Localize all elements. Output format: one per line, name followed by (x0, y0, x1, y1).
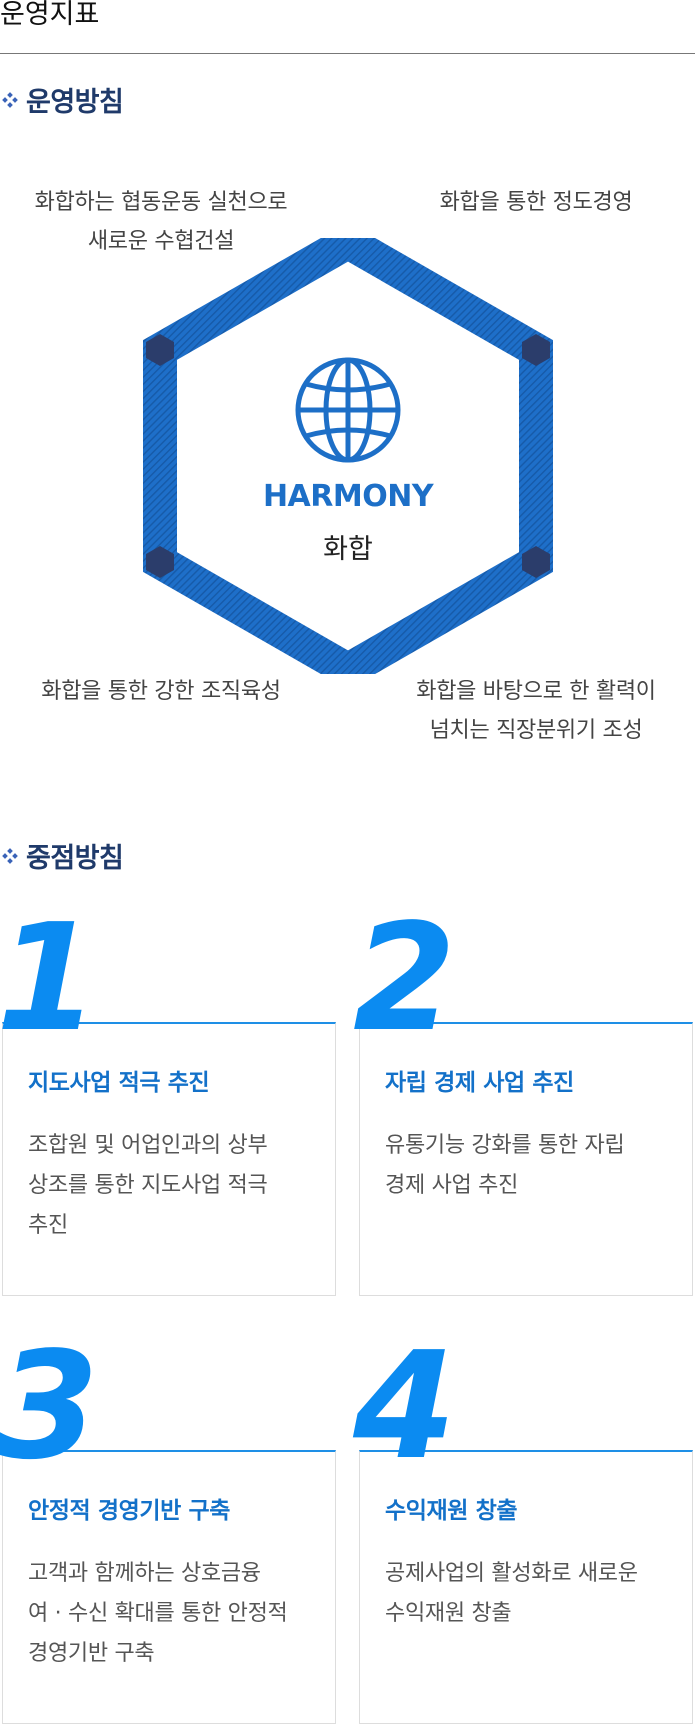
card-box (2, 1450, 336, 1724)
focus-card-1: 1 지도사업 적극 추진 조합원 및 어업인과의 상부 상조를 통한 지도사업 … (0, 904, 336, 1296)
globe-icon (295, 357, 401, 463)
focus-card-2: 2 자립 경제 사업 추진 유통기능 강화를 통한 자립 경제 사업 추진 (353, 904, 693, 1296)
harmony-korean-label: 화합 (323, 534, 373, 565)
card-body-line: 공제사업의 활성화로 새로운 (385, 1561, 638, 1586)
card-box (2, 1022, 336, 1296)
card-title: 안정적 경영기반 구축 (28, 1498, 231, 1524)
policy-item-line: 새로운 수협건설 (87, 229, 235, 254)
hex-node (522, 546, 550, 578)
policy-item-line: 화합하는 협동운동 실천으로 (34, 190, 288, 215)
card-title: 자립 경제 사업 추진 (385, 1070, 574, 1096)
policy-item-line: 화합을 통한 정도경영 (439, 190, 633, 215)
diamond-bullet-icon (2, 847, 18, 864)
hex-node (146, 546, 174, 578)
card-body: 조합원 및 어업인과의 상부 상조를 통한 지도사업 적극 추진 (28, 1126, 314, 1246)
hexagon-frame (143, 238, 553, 674)
card-body-line: 경영기반 구축 (28, 1641, 155, 1666)
focus-card-3: 3 안정적 경영기반 구축 고객과 함께하는 상호금융 여 · 수신 확대를 통… (0, 1332, 336, 1724)
diamond-bullet-icon (2, 91, 18, 108)
policy-item-3: 화합을 통한 강한 조직육성 (0, 672, 322, 711)
card-title: 지도사업 적극 추진 (28, 1070, 210, 1096)
card-body-line: 고객과 함께하는 상호금융 (28, 1561, 261, 1586)
title-divider (0, 53, 695, 54)
hex-node (522, 334, 550, 366)
policy-item-4: 화합을 바탕으로 한 활력이 넘치는 직장분위기 조성 (380, 672, 692, 750)
card-body-line: 경제 사업 추진 (385, 1173, 519, 1198)
card-body-line: 추진 (28, 1213, 68, 1238)
card-number: 3 (0, 1320, 99, 1492)
card-body-line: 유통기능 강화를 통한 자립 (385, 1133, 625, 1158)
card-number: 4 (353, 1320, 456, 1492)
card-number: 1 (0, 892, 99, 1064)
hex-node (146, 334, 174, 366)
card-body: 유통기능 강화를 통한 자립 경제 사업 추진 (385, 1126, 671, 1206)
card-body-line: 상조를 통한 지도사업 적극 (28, 1173, 268, 1198)
policy-item-line: 화합을 바탕으로 한 활력이 (416, 679, 656, 704)
section-title: 중점방침 (26, 843, 124, 874)
harmony-english-label: HARMONY (262, 479, 434, 514)
page-title: 운영지표 (0, 0, 100, 30)
card-body-line: 조합원 및 어업인과의 상부 (28, 1133, 268, 1158)
card-body: 공제사업의 활성화로 새로운 수익재원 창출 (385, 1554, 671, 1634)
harmony-hexagon: HARMONY 화합 (140, 238, 556, 674)
focus-card-4: 4 수익재원 창출 공제사업의 활성화로 새로운 수익재원 창출 (353, 1332, 693, 1724)
card-body-line: 여 · 수신 확대를 통한 안정적 (28, 1601, 288, 1626)
card-body: 고객과 함께하는 상호금융 여 · 수신 확대를 통한 안정적 경영기반 구축 (28, 1554, 314, 1674)
card-title: 수익재원 창출 (385, 1498, 518, 1524)
policy-item-line: 넘치는 직장분위기 조성 (429, 718, 643, 743)
policy-item-2: 화합을 통한 정도경영 (380, 183, 692, 222)
section-heading-policy: 운영방침 (2, 80, 124, 119)
section-heading-focus: 중점방침 (2, 836, 124, 875)
policy-item-line: 화합을 통한 강한 조직육성 (41, 679, 281, 704)
policy-item-1: 화합하는 협동운동 실천으로 새로운 수협건설 (0, 183, 322, 261)
card-box (359, 1022, 693, 1296)
section-title: 운영방침 (26, 87, 124, 118)
card-box (359, 1450, 693, 1724)
card-number: 2 (353, 892, 456, 1064)
card-body-line: 수익재원 창출 (385, 1601, 512, 1626)
